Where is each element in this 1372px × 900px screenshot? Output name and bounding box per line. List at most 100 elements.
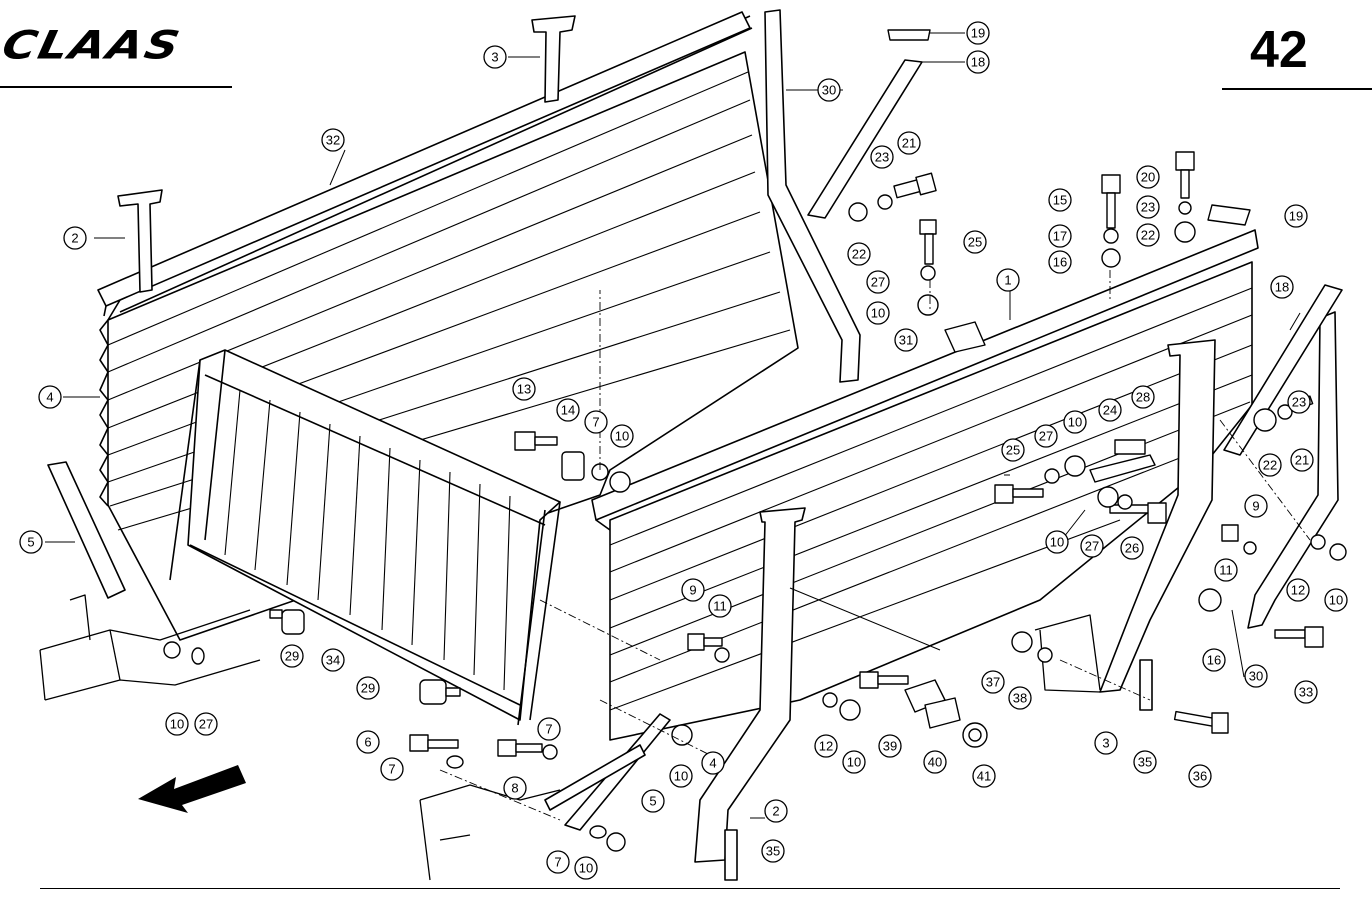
callout-circle (1131, 385, 1155, 409)
callout-label: 14 (561, 403, 575, 418)
callout-circle (1136, 223, 1160, 247)
callout-label: 8 (511, 781, 518, 796)
brace-18-top (807, 59, 923, 219)
callout-label: 10 (847, 755, 861, 770)
callout-c2b: 2 (764, 799, 788, 823)
callout-circle (1034, 424, 1058, 448)
callout-label: 7 (545, 722, 552, 737)
callout-c36: 36 (1188, 764, 1212, 788)
callout-label: 35 (1138, 755, 1152, 770)
callout-label: 22 (1263, 458, 1277, 473)
callout-c12a: 12 (1286, 578, 1310, 602)
callout-circle (1094, 731, 1118, 755)
callout-c1: 1 (996, 268, 1020, 292)
callout-label: 1 (1004, 273, 1011, 288)
callout-label: 16 (1207, 653, 1221, 668)
callout-circle (1001, 438, 1025, 462)
chassis-beam-left (39, 594, 261, 701)
callout-c39: 39 (878, 734, 902, 758)
callout-circle (870, 145, 894, 169)
callout-c10i: 10 (574, 856, 598, 880)
callout-label: 33 (1299, 685, 1313, 700)
callout-label: 10 (615, 429, 629, 444)
callout-label: 19 (971, 26, 985, 41)
bracket-5-left (47, 461, 126, 599)
callout-label: 41 (977, 769, 991, 784)
callout-circle (574, 856, 598, 880)
callout-c3b: 3 (1094, 731, 1118, 755)
callout-circle (380, 757, 404, 781)
callout-label: 34 (326, 653, 340, 668)
callout-label: 29 (361, 681, 375, 696)
callout-circle (641, 789, 665, 813)
callout-circle (512, 377, 536, 401)
callout-c22b: 22 (1136, 223, 1160, 247)
callout-label: 10 (1068, 415, 1082, 430)
callout-circle (1133, 750, 1157, 774)
callout-circle (866, 301, 890, 325)
callout-label: 2 (71, 231, 78, 246)
callout-label: 27 (871, 275, 885, 290)
callout-label: 39 (883, 739, 897, 754)
callout-circle (19, 530, 43, 554)
callout-c19a: 19 (966, 21, 990, 45)
callout-circle (1202, 648, 1226, 672)
callout-label: 16 (1053, 255, 1067, 270)
callout-c35b: 35 (761, 839, 785, 863)
callout-circle (1244, 494, 1268, 518)
callout-c10g: 10 (669, 764, 693, 788)
callout-label: 21 (902, 136, 916, 151)
strap-35-lower (724, 829, 738, 881)
callout-c41: 41 (972, 764, 996, 788)
callout-label: 3 (1102, 736, 1109, 751)
callout-circle (1063, 410, 1087, 434)
callout-circle (761, 839, 785, 863)
callout-label: 11 (1219, 563, 1233, 578)
callout-c12b: 12 (814, 734, 838, 758)
callout-label: 35 (766, 844, 780, 859)
callout-label: 5 (649, 794, 656, 809)
callout-circle (866, 270, 890, 294)
callout-circle (321, 128, 345, 152)
callout-c25b: 25 (1001, 438, 1025, 462)
callout-c25a: 25 (963, 230, 987, 254)
callout-circle (1287, 390, 1311, 414)
callout-c23b: 23 (1136, 195, 1160, 219)
chassis-beam-lower (419, 784, 561, 881)
callout-c29b: 29 (356, 676, 380, 700)
callout-circle (1244, 664, 1268, 688)
callout-c27d: 27 (194, 712, 218, 736)
callout-c11a: 11 (1214, 558, 1238, 582)
callout-label: 10 (579, 861, 593, 876)
callout-label: 10 (674, 769, 688, 784)
callout-label: 7 (388, 762, 395, 777)
callout-label: 12 (819, 739, 833, 754)
callout-circle (701, 751, 725, 775)
callout-c11b: 11 (708, 594, 732, 618)
callout-c18b: 18 (1270, 275, 1294, 299)
callout-label: 15 (1053, 193, 1067, 208)
callout-circle (1324, 588, 1348, 612)
callout-label: 25 (1006, 443, 1020, 458)
callout-c33: 33 (1294, 680, 1318, 704)
callout-circle (1080, 534, 1104, 558)
callout-circle (1258, 453, 1282, 477)
brace-18-right (1223, 284, 1343, 456)
callout-label: 6 (364, 735, 371, 750)
callout-circle (817, 78, 841, 102)
callout-label: 23 (1292, 395, 1306, 410)
callout-c2a: 2 (63, 226, 87, 250)
top-rail-left (97, 11, 751, 317)
callout-label: 31 (899, 333, 913, 348)
callout-label: 11 (713, 599, 727, 614)
callout-circle (1214, 558, 1238, 582)
callout-c14: 14 (556, 398, 580, 422)
callout-circle (1045, 530, 1069, 554)
callout-circle (584, 410, 608, 434)
callout-circle (981, 670, 1005, 694)
callout-circle (708, 594, 732, 618)
callout-c16a: 16 (1048, 250, 1072, 274)
callout-label: 22 (852, 247, 866, 262)
callout-circle (1008, 686, 1032, 710)
